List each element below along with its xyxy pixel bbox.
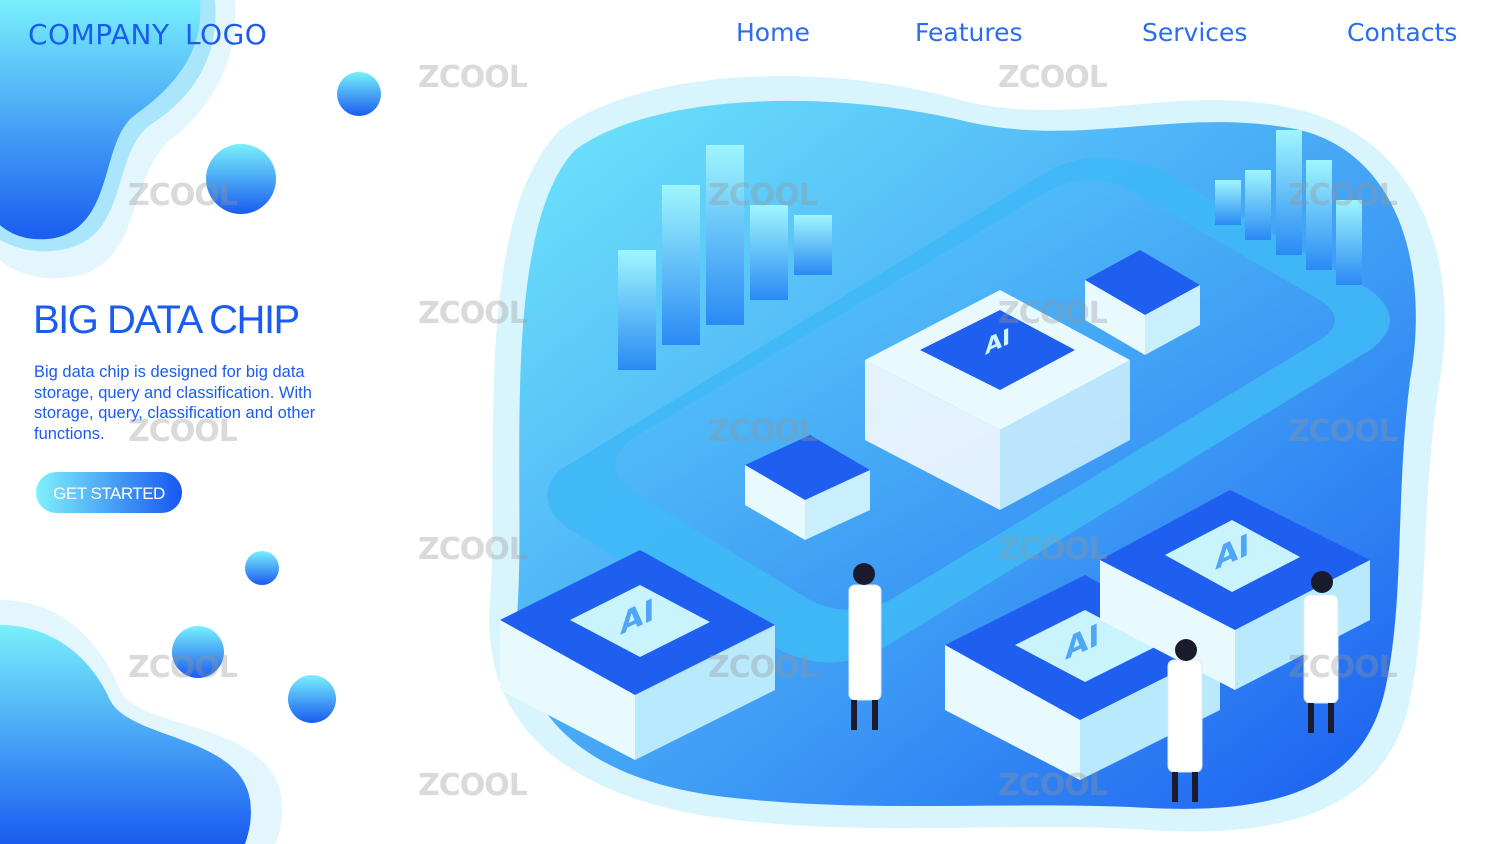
get-started-button[interactable]: GET STARTED [36, 472, 182, 513]
company-logo[interactable]: COMPANY LOGO [28, 18, 268, 51]
nav-features[interactable]: Features [915, 18, 1023, 47]
hero-description: Big data chip is designed for big data s… [34, 363, 316, 443]
nav-services[interactable]: Services [1142, 18, 1248, 47]
nav-home[interactable]: Home [736, 18, 810, 47]
hero-title: BIG DATA CHIP [33, 298, 300, 342]
nav-contacts[interactable]: Contacts [1347, 18, 1458, 47]
